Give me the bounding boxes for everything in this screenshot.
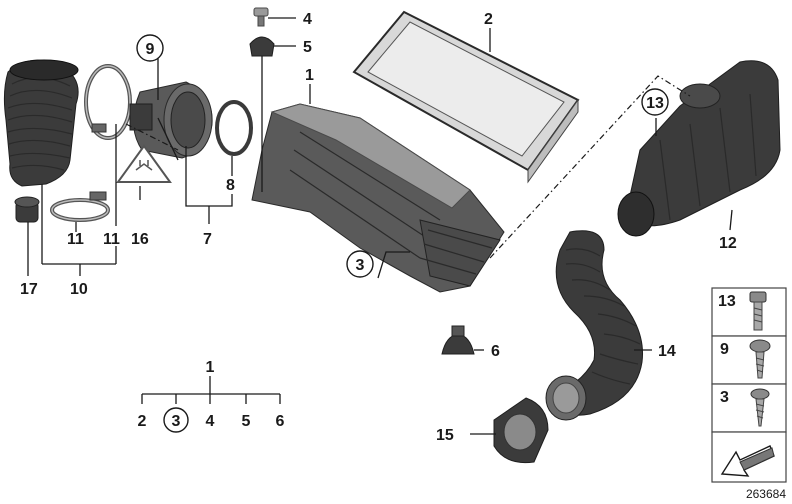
- bolt-icon: [749, 291, 767, 331]
- tree-child-6: 6: [276, 413, 285, 430]
- catalog-number: 263684: [746, 487, 786, 501]
- tree-child-4: 4: [206, 413, 215, 430]
- fastener-legend: 13 9 3 263684: [711, 287, 787, 501]
- air-duct-12: [617, 60, 781, 237]
- callout-15: 15: [436, 427, 454, 444]
- tree-root: 1: [206, 359, 215, 376]
- callout-9-circle: [136, 34, 164, 62]
- legend-row-9: 9: [720, 341, 729, 358]
- grommet-6: [441, 325, 475, 355]
- sealing-ring-8: [215, 100, 253, 156]
- callout-4: 4: [303, 11, 312, 28]
- legend-row-13: 13: [718, 293, 736, 310]
- callout-12: 12: [719, 235, 737, 252]
- callout-7: 7: [203, 231, 212, 248]
- callouts: 4 5 1 2 6 14 15 12 8 7 16 11 11 10 17 9 …: [20, 11, 737, 444]
- screw-icon: [749, 339, 771, 379]
- air-filter-element: [352, 10, 580, 184]
- leader-lines: [27, 17, 733, 435]
- callout-13: 13: [646, 95, 664, 112]
- callout-3: 3: [356, 257, 365, 274]
- grommet-17: [14, 196, 40, 223]
- hose-clamp-lower: [50, 191, 110, 222]
- callout-9: 9: [146, 41, 155, 58]
- callout-11-left: 11: [67, 231, 84, 248]
- tree-child-3: 3: [172, 413, 181, 430]
- callout-13-circle: [641, 88, 669, 116]
- callout-10: 10: [70, 281, 88, 298]
- hose-clamp-upper: [84, 64, 132, 140]
- callout-3-circle: [346, 250, 374, 278]
- seal-15: [493, 397, 549, 464]
- tree-child-3-circle: [163, 407, 189, 433]
- callout-1: 1: [305, 67, 314, 84]
- nut-5: [249, 36, 275, 57]
- warning-triangle-icon: [116, 144, 172, 183]
- intake-hose: [3, 59, 79, 187]
- air-flow-meter: [129, 81, 213, 159]
- callout-5: 5: [303, 39, 312, 56]
- intake-silencer-housing: [251, 103, 505, 293]
- tree-child-2: 2: [138, 413, 147, 430]
- callout-16: 16: [131, 231, 149, 248]
- tree-child-5: 5: [242, 413, 251, 430]
- callout-11-right: 11: [103, 231, 120, 248]
- callout-8: 8: [226, 177, 235, 194]
- callout-14: 14: [658, 343, 676, 360]
- screw-4: [253, 7, 269, 27]
- self-tapping-screw-icon: [750, 388, 770, 427]
- intake-duct-14: [545, 230, 644, 421]
- callout-17: 17: [20, 281, 38, 298]
- direction-arrow-icon: [720, 445, 775, 477]
- callout-6: 6: [491, 343, 500, 360]
- legend-row-3: 3: [720, 389, 729, 406]
- parts-tree: 1 2 3 4 5 6: [138, 359, 285, 433]
- callout-2: 2: [484, 11, 493, 28]
